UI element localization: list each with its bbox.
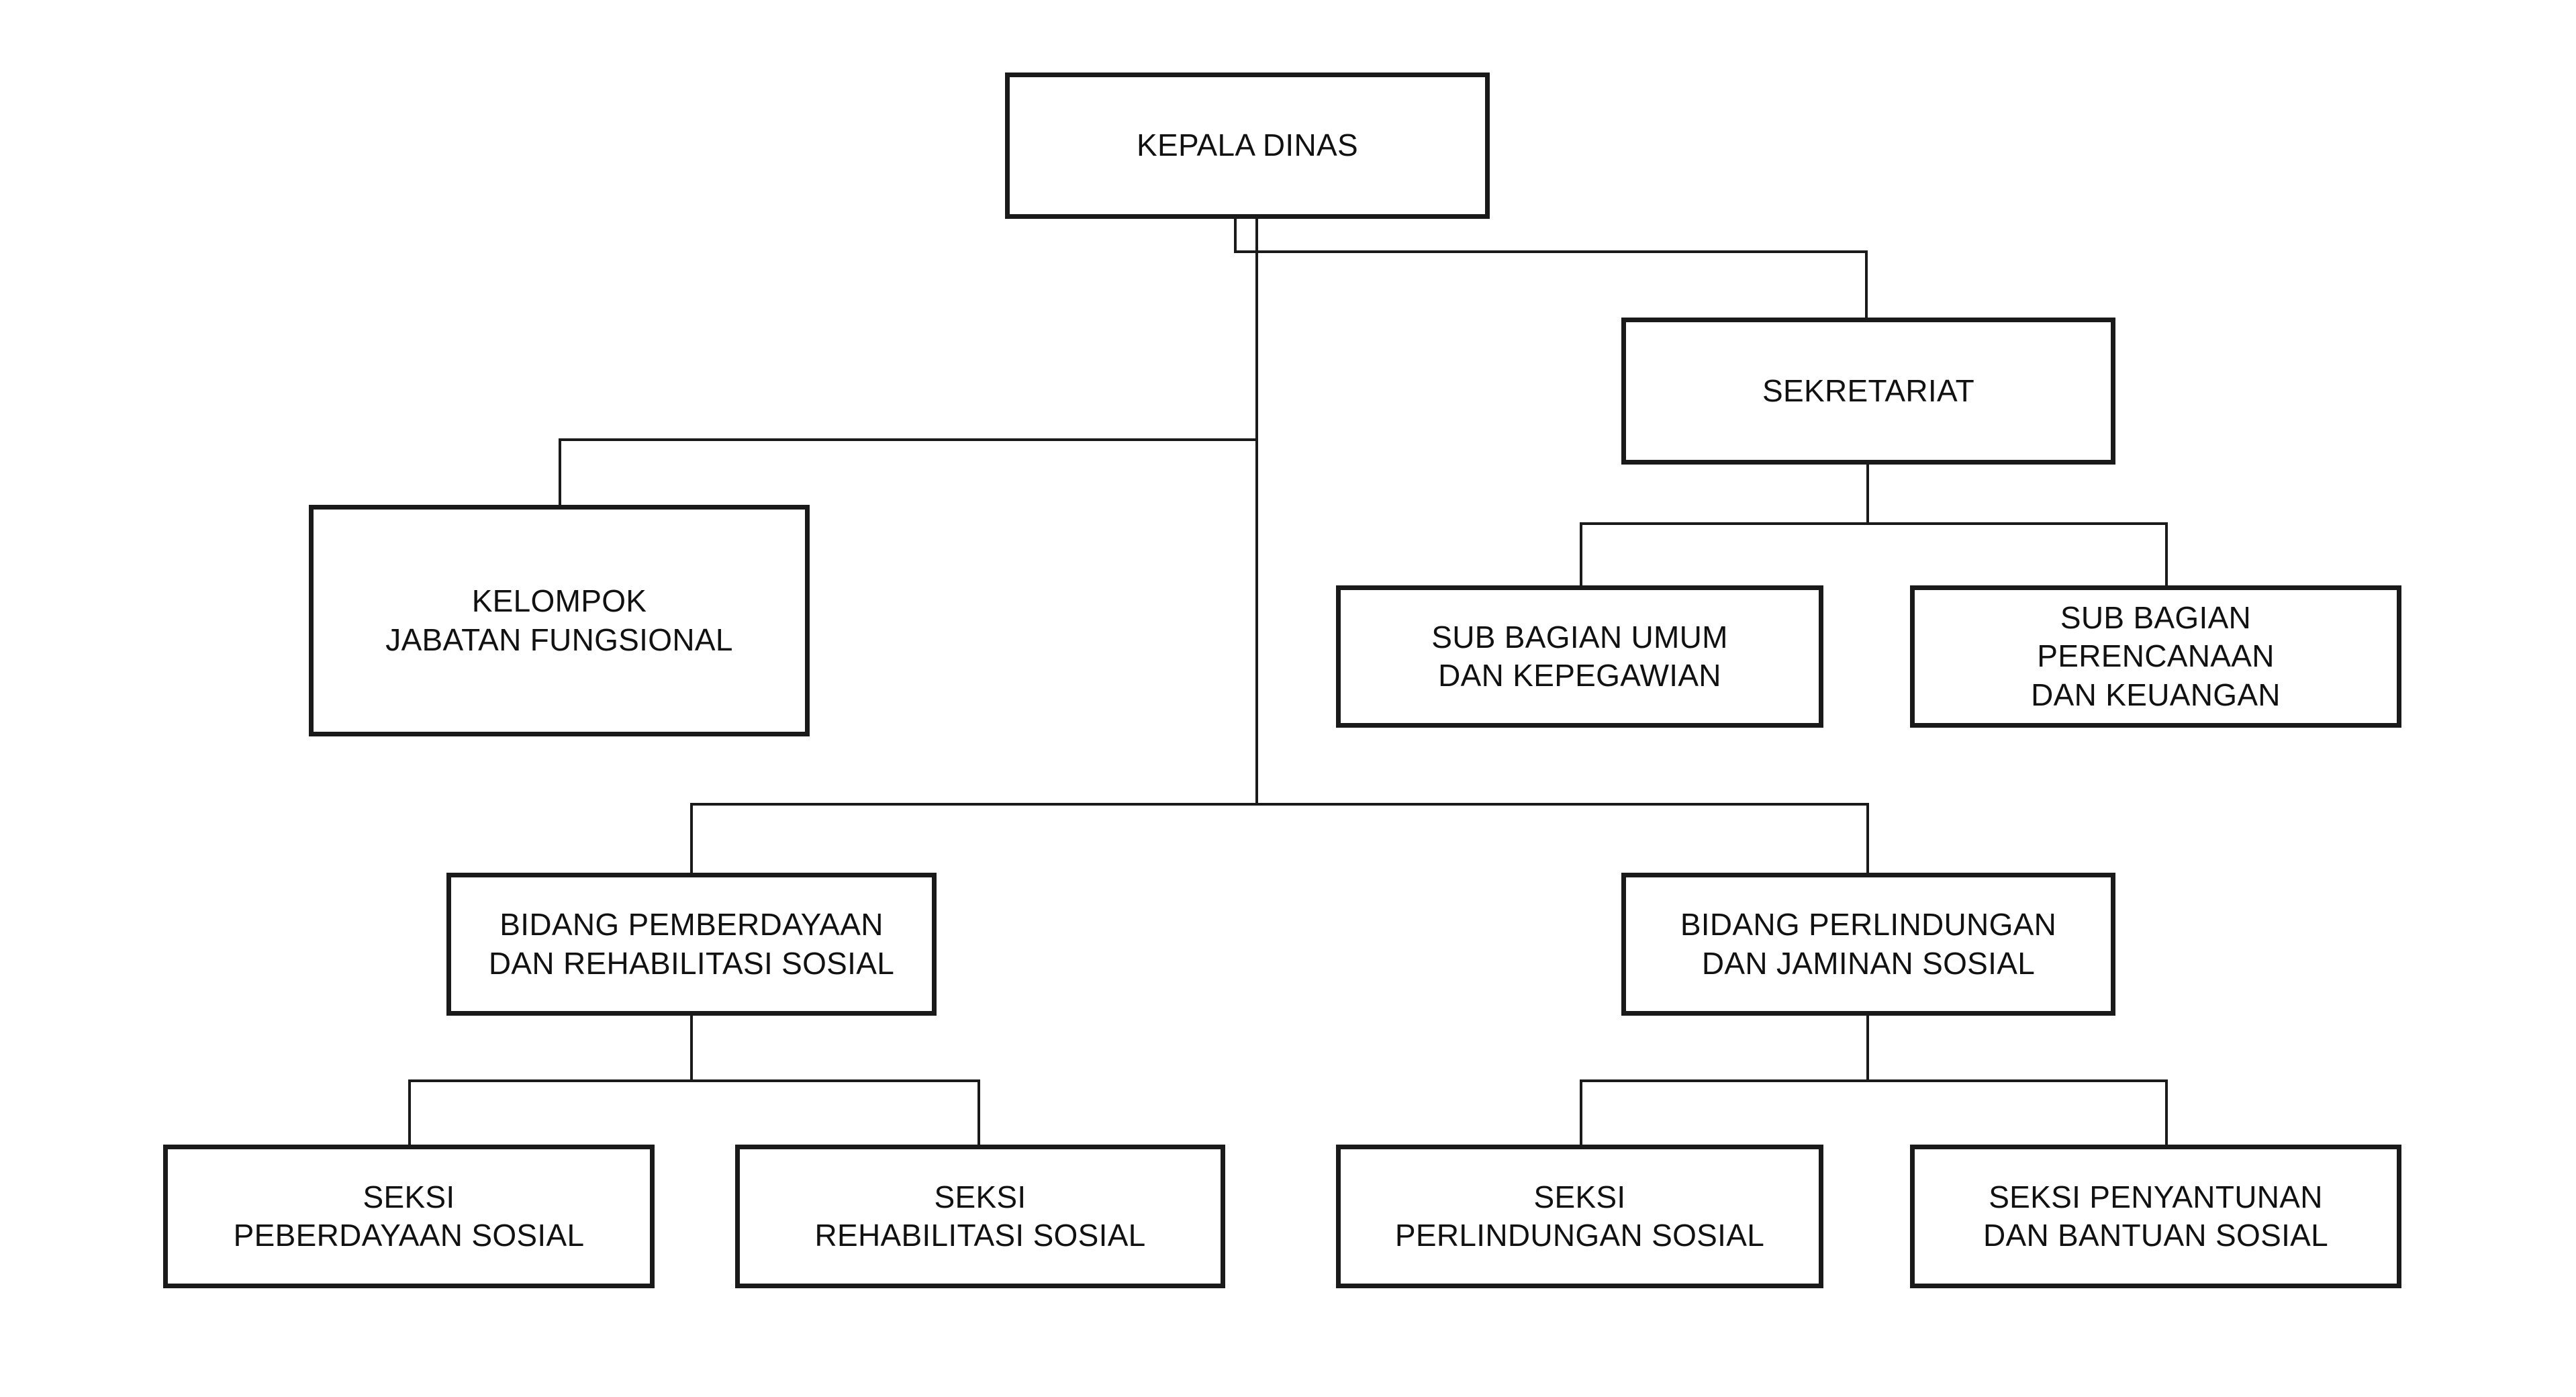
- connector-seksi-rehabilitasi-down: [977, 1079, 980, 1146]
- connector-bidang-pemberdayaan-children-bar: [408, 1079, 980, 1082]
- connector-sekretariat-stem-drop: [1234, 216, 1237, 253]
- node-seksi-penyantunan-label: SEKSI PENYANTUNAN DAN BANTUAN SOSIAL: [1983, 1179, 2329, 1253]
- connector-seksi-perlindungan-down: [1580, 1079, 1582, 1146]
- node-seksi-rehabilitasi-sosial-label: SEKSI REHABILITASI SOSIAL: [814, 1179, 1146, 1253]
- node-bidang-perlindungan-label: BIDANG PERLINDUNGAN DAN JAMINAN SOSIAL: [1680, 907, 2057, 981]
- connector-seksi-peberdayaan-down: [408, 1079, 411, 1146]
- connector-subbagian-umum-down: [1580, 522, 1582, 587]
- node-bidang-pemberdayaan[interactable]: BIDANG PEMBERDAYAAN DAN REHABILITASI SOS…: [446, 873, 937, 1016]
- node-bidang-perlindungan[interactable]: BIDANG PERLINDUNGAN DAN JAMINAN SOSIAL: [1621, 873, 2115, 1016]
- connector-kelompok-horizontal: [559, 438, 1258, 441]
- node-seksi-penyantunan[interactable]: SEKSI PENYANTUNAN DAN BANTUAN SOSIAL: [1910, 1145, 2401, 1288]
- node-seksi-perlindungan-sosial[interactable]: SEKSI PERLINDUNGAN SOSIAL: [1336, 1145, 1823, 1288]
- node-kelompok-jabatan-fungsional[interactable]: KELOMPOK JABATAN FUNGSIONAL: [309, 505, 810, 736]
- connector-bidang-perlindungan-children-bar: [1580, 1079, 2168, 1082]
- node-seksi-perlindungan-sosial-label: SEKSI PERLINDUNGAN SOSIAL: [1394, 1179, 1765, 1253]
- node-kelompok-jabatan-fungsional-label: KELOMPOK JABATAN FUNGSIONAL: [385, 583, 733, 657]
- connector-kelompok-down: [559, 438, 561, 506]
- node-seksi-peberdayaan-sosial-label: SEKSI PEBERDAYAAN SOSIAL: [233, 1179, 585, 1253]
- connector-sekretariat-children-bar: [1580, 522, 2168, 525]
- connector-sekretariat-stem-down: [1865, 250, 1868, 319]
- connector-kepala-trunk: [1255, 216, 1258, 806]
- connector-sekretariat-children-stem: [1866, 463, 1869, 524]
- node-bidang-pemberdayaan-label: BIDANG PEMBERDAYAAN DAN REHABILITASI SOS…: [488, 907, 895, 981]
- node-sub-bagian-umum-label: SUB BAGIAN UMUM DAN KEPEGAWIAN: [1431, 619, 1728, 693]
- node-kepala-dinas[interactable]: KEPALA DINAS: [1005, 73, 1490, 219]
- node-sub-bagian-umum[interactable]: SUB BAGIAN UMUM DAN KEPEGAWIAN: [1336, 585, 1823, 728]
- connector-subbagian-perencanaan-down: [2165, 522, 2168, 587]
- connector-bidang-perlindungan-down: [1866, 803, 1869, 874]
- node-sekretariat[interactable]: SEKRETARIAT: [1621, 318, 2115, 465]
- connector-bidang-pemberdayaan-down: [690, 803, 693, 874]
- connector-sekretariat-stem-horizontal: [1234, 250, 1868, 253]
- node-kepala-dinas-label: KEPALA DINAS: [1136, 128, 1358, 163]
- connector-bidang-perlindungan-children-stem: [1866, 1015, 1869, 1081]
- node-sub-bagian-perencanaan-label: SUB BAGIAN PERENCANAAN DAN KEUANGAN: [2031, 599, 2281, 712]
- connector-bidang-bar: [690, 803, 1869, 806]
- connector-bidang-pemberdayaan-children-stem: [690, 1015, 693, 1081]
- node-sekretariat-label: SEKRETARIAT: [1762, 373, 1974, 408]
- connector-seksi-penyantunan-down: [2165, 1079, 2168, 1146]
- node-sub-bagian-perencanaan[interactable]: SUB BAGIAN PERENCANAAN DAN KEUANGAN: [1910, 585, 2401, 728]
- node-seksi-rehabilitasi-sosial[interactable]: SEKSI REHABILITASI SOSIAL: [735, 1145, 1225, 1288]
- node-seksi-peberdayaan-sosial[interactable]: SEKSI PEBERDAYAAN SOSIAL: [163, 1145, 655, 1288]
